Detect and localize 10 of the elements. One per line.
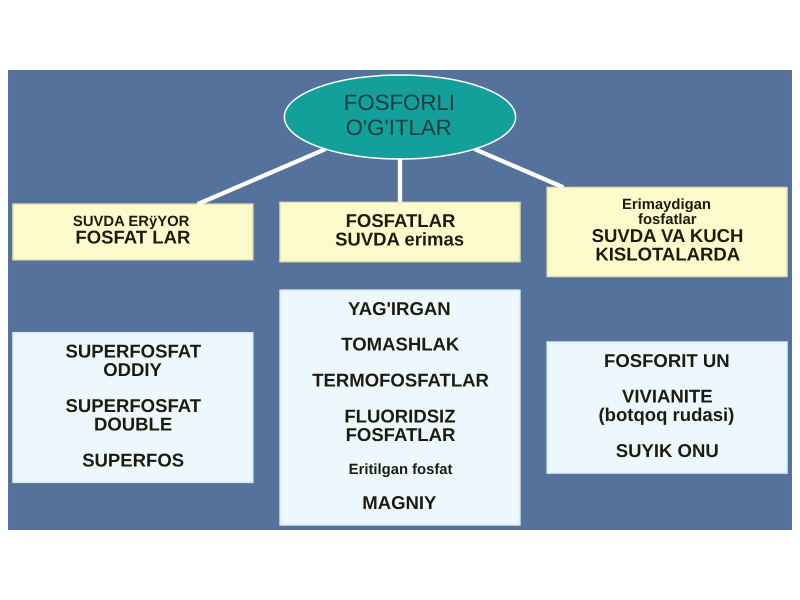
node-box: FOSFORIT UN VIVIANITE (botqoq rudasi) SUYIK ONU <box>546 341 788 474</box>
connector <box>474 147 564 190</box>
node-box: SUVDA ERÿYOR FOSFAT LAR <box>12 203 254 261</box>
connector <box>196 147 326 206</box>
node-box: SUPERFOSFAT ODDIY SUPERFOSFAT DOUBLE SUPERFOS <box>12 332 254 484</box>
node-box: Erimaydigan fosfatlar SUVDA VA KUCH KISLOTALARDA <box>546 186 788 278</box>
node-box: FOSFATLAR SUVDA erimas <box>279 202 521 262</box>
node-box: YAG'IRGAN TOMASHLAK TERMOFOSFATLAR FLUORIDSIZ FOSFATLAR Eritilgan fosfat MAGNIY <box>279 289 521 526</box>
connector <box>398 159 402 202</box>
node-ellipse: FOSFORLI O'G'ITLAR <box>284 74 516 160</box>
